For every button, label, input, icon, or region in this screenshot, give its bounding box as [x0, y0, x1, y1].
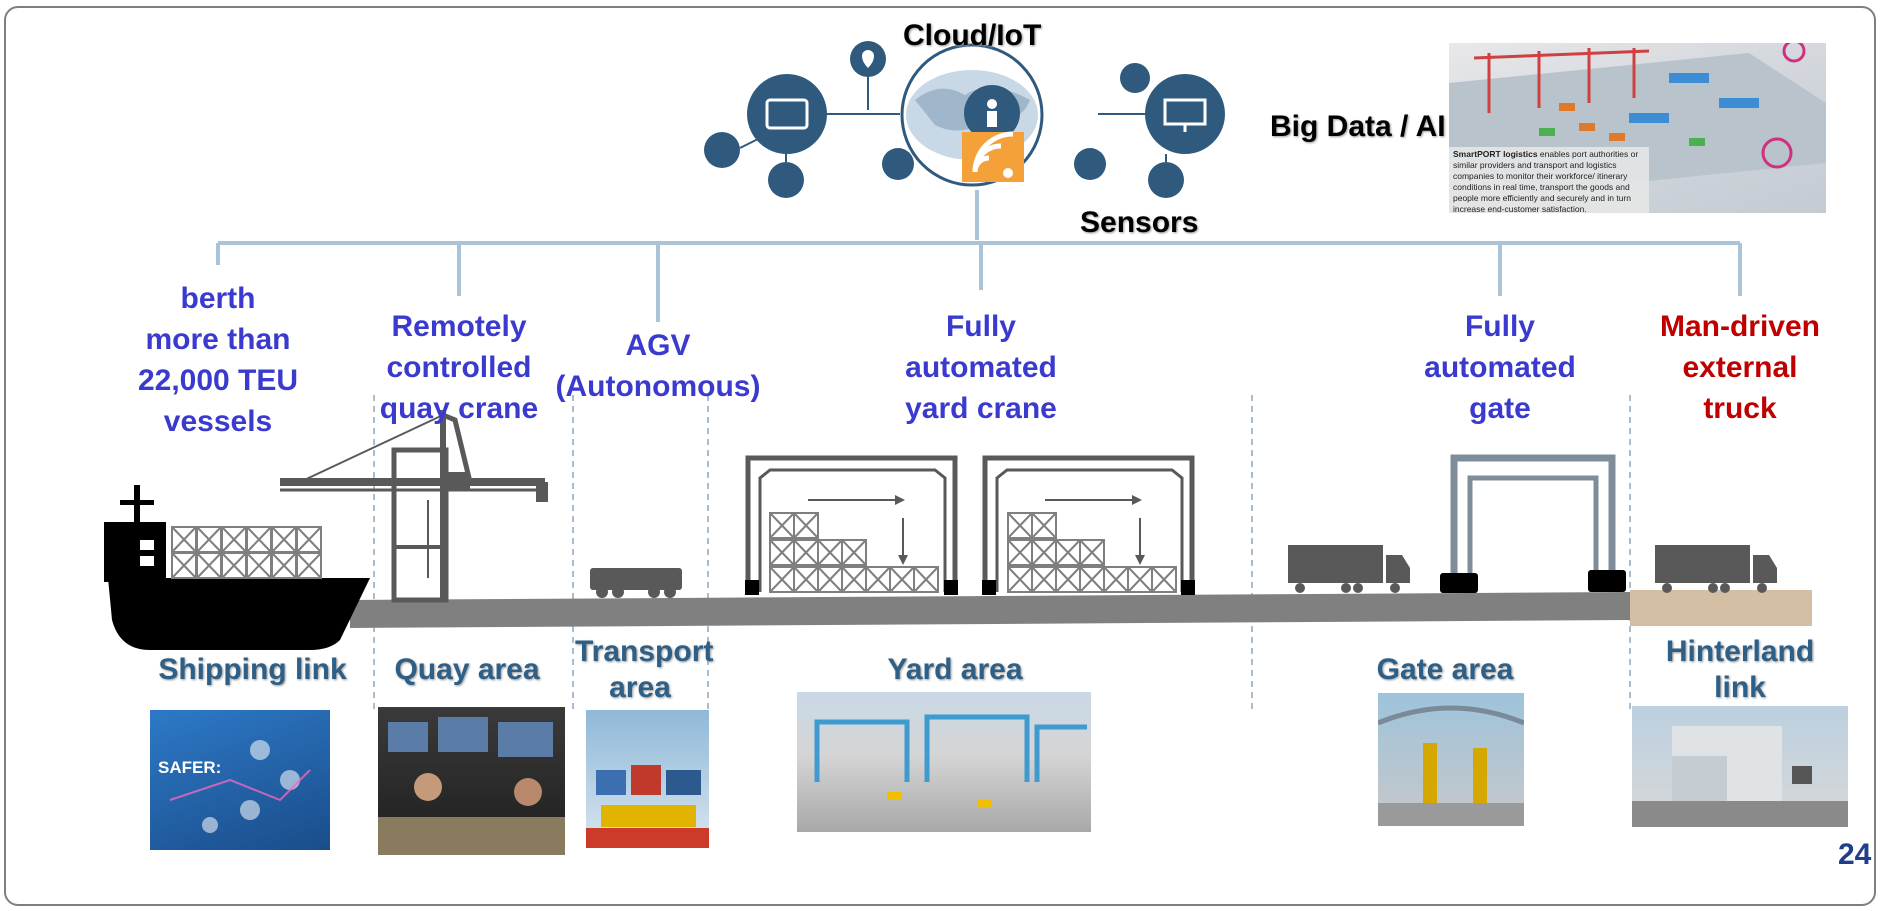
big-data-ai-label: Big Data / AI: [1270, 110, 1446, 143]
location-pin-icon: [850, 41, 886, 110]
quay-crane: [280, 410, 548, 603]
yard-crane-2: [982, 455, 1195, 595]
quay-control-room-image: [378, 707, 565, 855]
area-gate: Gate area: [1376, 653, 1514, 686]
iot-cluster: [704, 41, 1225, 198]
tablet-icon: [747, 74, 827, 154]
wifi-sensor-icon: [962, 131, 1024, 182]
area-yard: Yard area: [887, 653, 1023, 686]
agv-photo: [586, 710, 709, 848]
hinterland-truck-photo: [1632, 706, 1848, 827]
truck-hinterland: [1655, 545, 1777, 593]
container-ship: [104, 485, 370, 650]
agv-vehicle: [590, 568, 682, 598]
area-separators: [373, 395, 1631, 710]
area-shipping-link: Shipping link: [158, 653, 347, 686]
poster-title: SAFER:: [158, 758, 222, 777]
gate-area-photo: [1378, 693, 1524, 826]
label-agv: AGV(Autonomous): [555, 329, 761, 403]
sensor-tree: [216, 190, 1742, 322]
slide-number: 24: [1838, 838, 1872, 871]
shipping-poster-image: SAFER:: [150, 710, 330, 850]
area-quay: Quay area: [394, 653, 540, 686]
small-device-icons: [704, 63, 1184, 198]
yard-area-photo: [797, 692, 1091, 832]
cloud-iot-label: Cloud/IoT: [903, 19, 1042, 52]
sensors-label: Sensors: [1080, 206, 1199, 239]
ground: [350, 590, 1812, 628]
port-diagram: [104, 41, 1812, 710]
monitor-icon: [1145, 74, 1225, 154]
smartport-infographic: SmartPORT logistics enables port authori…: [1449, 43, 1826, 213]
smartport-caption: SmartPORT logistics enables port authori…: [1453, 149, 1639, 213]
yard-crane-1: [745, 455, 958, 595]
automated-gate: [1440, 454, 1626, 593]
truck-gate: [1288, 545, 1410, 593]
